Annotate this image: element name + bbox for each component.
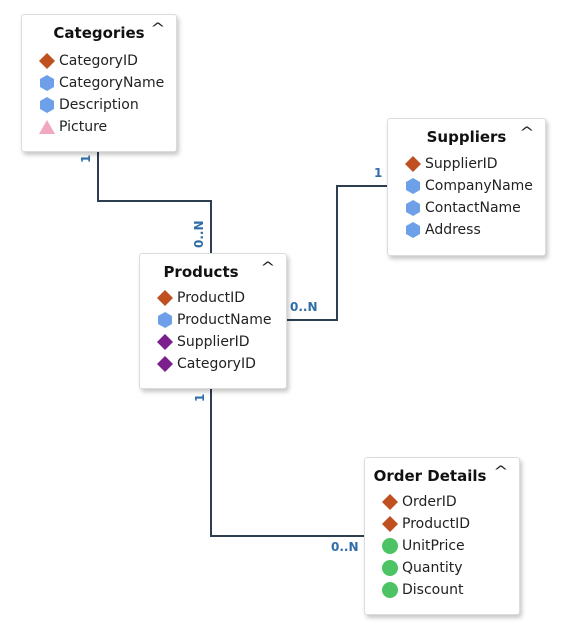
relationship-line-products-order-details [210, 389, 364, 537]
text-field-icon [406, 222, 420, 238]
entity-products[interactable]: Products ^ ProductID ProductName Supplie… [139, 253, 287, 389]
chevron-up-icon[interactable]: ^ [260, 260, 276, 276]
relationship-line-suppliers-products [287, 185, 387, 321]
binary-field-icon [39, 120, 55, 134]
numeric-field-icon [382, 538, 398, 554]
field-row[interactable]: Picture [38, 116, 164, 138]
field-name: Discount [402, 582, 464, 598]
entity-title: Suppliers [426, 128, 507, 146]
field-name: CategoryID [59, 53, 138, 69]
field-name: Address [425, 222, 481, 238]
primary-key-icon [405, 156, 421, 172]
text-field-icon [406, 200, 420, 216]
field-row[interactable]: ContactName [404, 197, 533, 219]
foreign-key-icon [157, 334, 173, 350]
field-row[interactable]: Discount [381, 579, 470, 601]
field-row[interactable]: CategoryName [38, 72, 164, 94]
field-list: SupplierID CompanyName ContactName Addre… [404, 153, 533, 241]
text-field-icon [40, 97, 54, 113]
field-name: SupplierID [425, 156, 498, 172]
field-list: OrderID ProductID UnitPrice Quantity Dis… [381, 491, 470, 601]
primary-key-icon [382, 516, 398, 532]
text-field-icon [158, 312, 172, 328]
field-row[interactable]: Address [404, 219, 533, 241]
primary-key-icon [39, 53, 55, 69]
text-field-icon [406, 178, 420, 194]
text-field-icon [40, 75, 54, 91]
multiplicity-products-many-from-suppliers: 0..N [290, 300, 318, 314]
entity-categories[interactable]: Categories ^ CategoryID CategoryName Des… [21, 14, 177, 152]
primary-key-icon [382, 494, 398, 510]
field-row[interactable]: Description [38, 94, 164, 116]
entity-title: Categories [53, 24, 145, 42]
field-row[interactable]: CompanyName [404, 175, 533, 197]
numeric-field-icon [382, 560, 398, 576]
field-row[interactable]: Quantity [381, 557, 470, 579]
multiplicity-products-one: 1 [193, 393, 207, 402]
field-name: OrderID [402, 494, 457, 510]
multiplicity-suppliers-one: 1 [374, 166, 383, 180]
field-name: CategoryName [59, 75, 165, 91]
chevron-up-icon[interactable]: ^ [493, 464, 509, 480]
multiplicity-products-many-from-categories: 0..N [192, 220, 206, 248]
entity-title: Order Details [373, 467, 487, 485]
primary-key-icon [157, 290, 173, 306]
numeric-field-icon [382, 582, 398, 598]
field-name: UnitPrice [402, 538, 465, 554]
chevron-up-icon[interactable]: ^ [519, 125, 535, 141]
field-name: ContactName [425, 200, 521, 216]
field-row[interactable]: ProductID [381, 513, 470, 535]
field-list: ProductID ProductName SupplierID Categor… [156, 287, 271, 375]
field-row[interactable]: CategoryID [156, 353, 271, 375]
field-name: Picture [59, 119, 108, 135]
multiplicity-categories-one: 1 [79, 154, 93, 163]
field-row[interactable]: CategoryID [38, 50, 164, 72]
field-name: ProductID [402, 516, 471, 532]
field-name: ProductID [177, 290, 246, 306]
relationship-line-categories-products [97, 152, 212, 253]
field-row[interactable]: ProductID [156, 287, 271, 309]
field-row[interactable]: ProductName [156, 309, 271, 331]
entity-title: Products [163, 263, 239, 281]
field-name: CompanyName [425, 178, 533, 194]
field-row[interactable]: SupplierID [156, 331, 271, 353]
multiplicity-order-details-many: 0..N [331, 540, 359, 554]
field-name: Quantity [402, 560, 463, 576]
foreign-key-icon [157, 356, 173, 372]
entity-order-details[interactable]: Order Details ^ OrderID ProductID UnitPr… [364, 457, 520, 615]
field-name: ProductName [177, 312, 272, 328]
field-name: SupplierID [177, 334, 250, 350]
entity-suppliers[interactable]: Suppliers ^ SupplierID CompanyName Conta… [387, 118, 546, 256]
chevron-up-icon[interactable]: ^ [150, 21, 166, 37]
field-row[interactable]: UnitPrice [381, 535, 470, 557]
field-name: CategoryID [177, 356, 256, 372]
field-row[interactable]: OrderID [381, 491, 470, 513]
field-list: CategoryID CategoryName Description Pict… [38, 50, 164, 138]
field-row[interactable]: SupplierID [404, 153, 533, 175]
field-name: Description [59, 97, 139, 113]
